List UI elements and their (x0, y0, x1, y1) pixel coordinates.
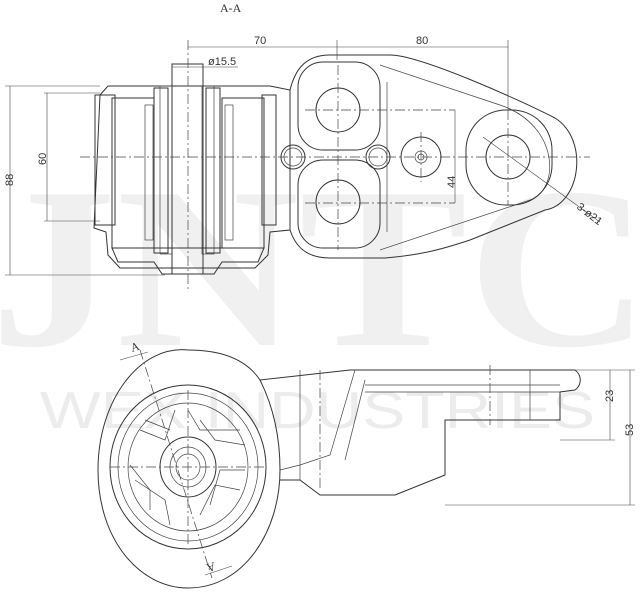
watermark-logo: JNTC (0, 140, 640, 395)
section-marker-bottom: A (205, 559, 218, 575)
dim-70: 70 (254, 35, 266, 47)
dim-53: 53 (624, 424, 636, 436)
dim-60: 60 (37, 153, 49, 165)
dim-88: 88 (4, 174, 16, 186)
watermark-company: WEX INDUSTRIES (40, 382, 595, 440)
section-view-bushing (80, 40, 590, 290)
bottom-view (97, 349, 581, 589)
dim-23: 23 (604, 390, 616, 402)
top-view-plate (280, 54, 578, 259)
dim-80: 80 (416, 35, 428, 47)
section-title: A-A (220, 1, 242, 15)
dim-44: 44 (446, 176, 458, 188)
dim-bore-diameter: ø15.5 (208, 56, 236, 68)
